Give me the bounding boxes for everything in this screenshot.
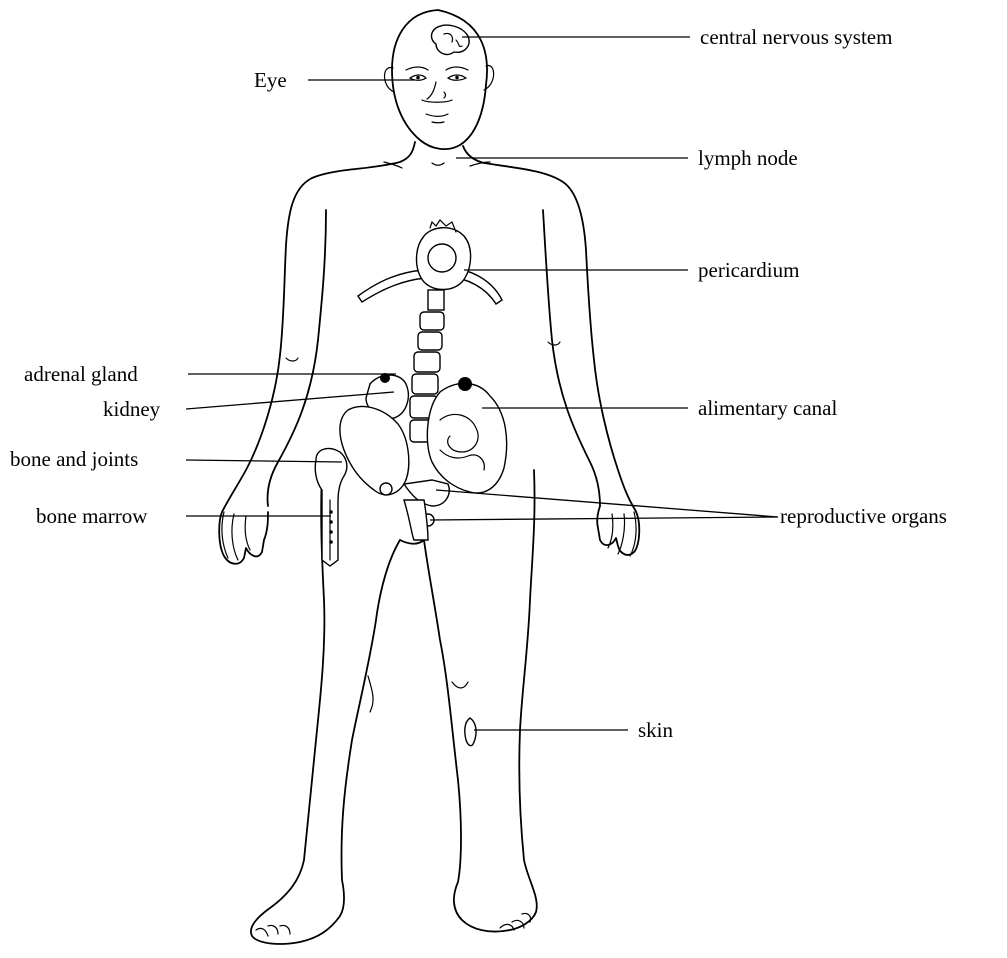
label-lymph-node: lymph node [698, 146, 798, 170]
label-adrenal-gland: adrenal gland [24, 362, 138, 386]
femur [315, 448, 347, 566]
label-eye: Eye [254, 68, 287, 92]
label-cns: central nervous system [700, 25, 892, 49]
brain-lesion [432, 25, 470, 54]
label-skin: skin [638, 718, 674, 742]
pelvis [340, 406, 409, 494]
label-reproductive-organs: reproductive organs [780, 504, 947, 528]
torso-right [463, 146, 639, 555]
label-bone-marrow: bone marrow [36, 504, 148, 528]
face [406, 67, 468, 123]
label-pericardium: pericardium [698, 258, 799, 282]
skin-lesion [465, 718, 476, 746]
leader-reproductive-1 [436, 490, 778, 517]
intestines [427, 383, 506, 493]
organs [315, 220, 506, 746]
body-outline [219, 10, 639, 944]
labels: central nervous system Eye lymph node pe… [10, 25, 947, 742]
label-bone-and-joints: bone and joints [10, 447, 138, 471]
right-leg [424, 470, 537, 932]
leader-reproductive-2 [430, 517, 778, 520]
label-kidney: kidney [103, 397, 161, 421]
label-alimentary-canal: alimentary canal [698, 396, 838, 420]
